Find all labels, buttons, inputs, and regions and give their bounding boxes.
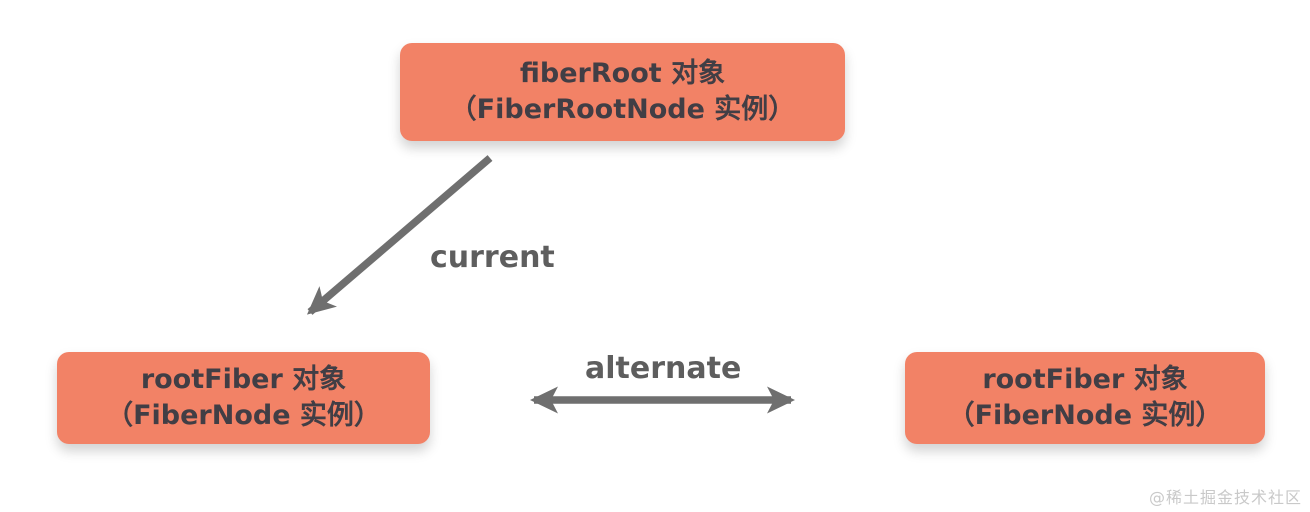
- node-fiber-root: fiberRoot 对象 （FiberRootNode 实例）: [400, 43, 845, 141]
- alternate-edge-label: alternate: [585, 351, 742, 386]
- node-root-fiber-left: rootFiber 对象 （FiberNode 实例）: [57, 352, 430, 444]
- node-root-fiber-left-subtitle: （FiberNode 实例）: [106, 400, 381, 431]
- node-root-fiber-right: rootFiber 对象 （FiberNode 实例）: [905, 352, 1265, 444]
- current-arrow: [306, 155, 493, 315]
- current-edge-label: current: [430, 240, 555, 275]
- watermark: @稀土掘金技术社区: [1148, 488, 1302, 507]
- node-root-fiber-right-subtitle: （FiberNode 实例）: [947, 400, 1223, 431]
- node-fiber-root-title: fiberRoot 对象: [519, 58, 726, 90]
- node-root-fiber-right-title: rootFiber 对象: [982, 364, 1188, 396]
- node-root-fiber-left-title: rootFiber 对象: [140, 364, 347, 396]
- node-fiber-root-subtitle: （FiberRootNode 实例）: [449, 94, 796, 125]
